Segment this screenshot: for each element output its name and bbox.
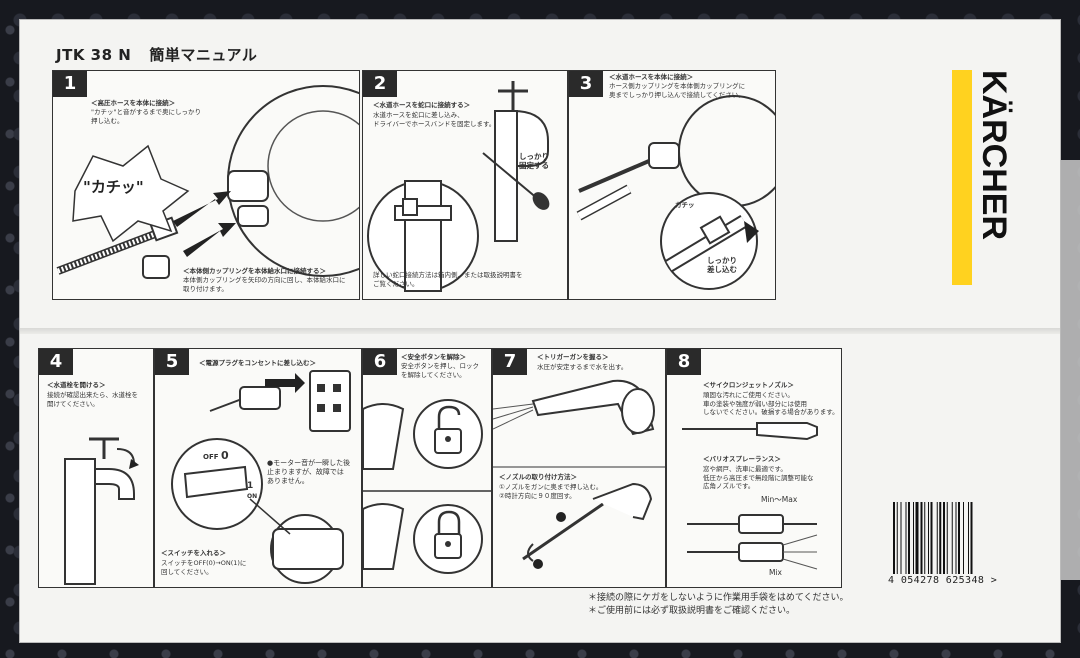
click-sound-label: "カチッ" — [83, 178, 144, 196]
step-7-sub-body: ①ノズルをガンに奥まで押し込む。 ②時計方向に９０度回す。 — [499, 483, 603, 500]
step-1-sub-heading: ＜本体側カップリングを本体給水口に接続する＞ — [183, 267, 326, 275]
on-number: 1 — [247, 481, 254, 491]
step-3-panel: 3 ＜水道ホースを本体に接続＞ ホース側カップリングを本体側カップリングに 奥ま… — [568, 70, 776, 300]
step-number: 6 — [363, 349, 397, 375]
manual-title: JTK 38 N 簡単マニュアル — [56, 44, 257, 65]
switch-on-label: 1 — [247, 482, 253, 491]
step-number: 8 — [667, 349, 701, 375]
safety-note-1: ＊接続の際にケガをしないように作業用手袋をはめてください。 — [588, 593, 849, 603]
step-4-heading: ＜水道栓を開ける＞ — [47, 381, 106, 389]
step-5-illustration — [171, 370, 351, 584]
step-7-illustration — [493, 379, 665, 569]
step-7-panel: 7 ＜トリガーガンを握る＞ 水圧が安定するまで水を出す。 ＜ノズルの取り付け方法… — [492, 348, 666, 588]
step-number: 4 — [39, 349, 73, 375]
step-4-body: 接続が確認出来たら、水道栓を 開けてください。 — [47, 391, 138, 408]
barcode-number: 4 054278 625348 > — [888, 575, 998, 586]
range-bottom-label: Mix — [769, 568, 782, 577]
range-top-label: Min～Max — [761, 495, 798, 504]
step-2-panel: 2 ＜水道ホースを蛇口に接続する＞ 水道ホースを蛇口に差し込み、 ドライバーでホ… — [362, 70, 568, 300]
step-5-note: ●モーター音が一瞬した後 止まりますが、故障では ありません。 — [267, 459, 351, 485]
step-7-sub-heading: ＜ノズルの取り付け方法＞ — [499, 473, 577, 481]
step-8-body: 頑固な汚れにご使用ください。 車の塗装や強度が弱い部分には使用 しないでください… — [703, 391, 839, 416]
brand-accent-bar — [952, 70, 972, 285]
step-6-illustration — [363, 399, 491, 574]
step-number: 2 — [363, 71, 397, 97]
step-2-callout: しっかり 固定する — [519, 152, 549, 170]
step-3-click-label: カチッ — [675, 201, 695, 209]
step-5-sub-body: スイッチをOFF(0)→ON(1)に 回してください。 — [161, 559, 247, 576]
step-number: 3 — [569, 71, 603, 97]
step-number: 7 — [493, 349, 527, 375]
step-5-heading: ＜電源プラグをコンセントに差し込む＞ — [199, 359, 316, 367]
step-8-illustration — [682, 422, 818, 570]
step-1-body: "カチッ"と音がするまで奥にしっかり 押し込む。 — [91, 108, 201, 125]
step-7-body: 水圧が安定するまで水を出す。 — [537, 363, 628, 371]
step-3-illustration — [576, 95, 775, 290]
step-1-heading: ＜高圧ホースを本体に接続＞ — [91, 99, 176, 107]
step-3-heading: ＜水道ホースを本体に接続＞ — [609, 73, 694, 81]
step-3-callout: しっかり 差し込む — [707, 256, 737, 274]
switch-off-label: OFF 0 — [203, 449, 229, 462]
step-8-panel: 8 ＜サイクロンジェットノズル＞ 頑固な汚れにご使用ください。 車の塗装や強度が… — [666, 348, 842, 588]
step-1-illustration — [56, 85, 359, 279]
step-8-heading: ＜サイクロンジェットノズル＞ — [703, 381, 794, 389]
karcher-logo: KÄRCHER — [975, 70, 1013, 240]
manual-subtitle: 簡単マニュアル — [149, 46, 258, 64]
safety-note-2: ＊ご使用前には必ず取扱説明書をご確認ください。 — [588, 606, 796, 616]
off-text: OFF — [203, 453, 219, 461]
step-number: 1 — [53, 71, 87, 97]
step-2-illustration — [367, 81, 550, 292]
step-3-body: ホース側カップリングを本体側カップリングに 奥までしっかり押し込んで接続してくだ… — [609, 82, 746, 99]
step-2-body: 水道ホースを蛇口に差し込み、 ドライバーでホースバンドを固定します。 — [373, 111, 496, 128]
logo-text: KÄRCHER — [975, 70, 1013, 240]
barcode — [893, 502, 973, 574]
box-fold-line — [20, 328, 1060, 334]
step-2-footer: 詳しい蛇口接続方法は箱内側、または取扱説明書を ご覧ください。 — [373, 271, 523, 288]
step-number: 5 — [155, 349, 189, 375]
step-2-heading: ＜水道ホースを蛇口に接続する＞ — [373, 101, 471, 109]
step-6-heading: ＜安全ボタンを解除＞ — [401, 353, 466, 361]
step-4-panel: 4 ＜水道栓を開ける＞ 接続が確認出来たら、水道栓を 開けてください。 — [38, 348, 154, 588]
step-1-panel: 1 ＜高圧ホースを本体に接続＞ "カチッ"と音がするまで奥にしっかり 押し込む。… — [52, 70, 360, 300]
model-name: JTK 38 N — [56, 46, 132, 64]
switch-on-text: ON — [247, 493, 258, 500]
step-5-sub-heading: ＜スイッチを入れる＞ — [161, 549, 226, 557]
step-1-sub-body: 本体側カップリングを矢印の方向に回し、本体給水口に 取り付けます。 — [183, 276, 346, 293]
step-8-sub-heading: ＜バリオスプレーランス＞ — [703, 455, 781, 463]
step-5-panel: 5 ＜電源プラグをコンセントに差し込む＞ OFF 0 1 ON ●モーター音が一… — [154, 348, 362, 588]
step-6-body: 安全ボタンを押し、ロック を解除してください。 — [401, 362, 479, 379]
step-4-illustration — [64, 437, 139, 585]
off-number: 0 — [220, 449, 229, 462]
step-7-heading: ＜トリガーガンを握る＞ — [537, 353, 609, 361]
step-6-panel: 6 ＜安全ボタンを解除＞ 安全ボタンを押し、ロック を解除してください。 — [362, 348, 492, 588]
step-8-sub-body: 窓や網戸、洗車に最適です。 低圧から高圧まで無段階に調整可能な 広角ノズルです。 — [703, 465, 814, 490]
